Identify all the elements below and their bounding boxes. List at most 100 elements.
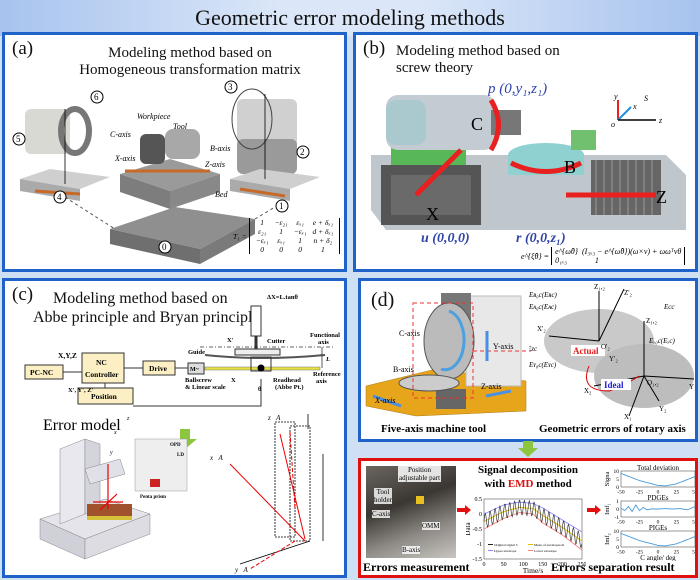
- error-ey0c: Eʏ₀c(Eʏc): [529, 361, 557, 369]
- point-r-label: r (0,0,z₁): [516, 231, 566, 246]
- error-model-title: Error model: [43, 417, 121, 434]
- x-tick-label: 25: [674, 550, 680, 556]
- y-axis-label: Signa: [604, 471, 611, 486]
- y-axis-label: Imf₁: [604, 503, 611, 515]
- svg-text:1: 1: [279, 201, 284, 211]
- position-label: Position: [91, 392, 118, 401]
- panel-a-title-line2: Homogeneous transformation matrix: [79, 62, 301, 78]
- frame-o2-prime: O'₂: [601, 343, 610, 351]
- frame-x1: X₁: [624, 413, 632, 421]
- frame-o12: O₁,₂: [647, 379, 659, 387]
- panel-c-label: (c): [12, 284, 34, 305]
- emd-title: Signal decomposition with EMD method: [473, 463, 583, 491]
- svg-text:4: 4: [57, 192, 62, 202]
- matrix-cell: n + δ₂: [313, 236, 333, 245]
- legend-entry: Mean of envelopes m: [534, 543, 565, 547]
- photo-label-position-2: adjustable part: [399, 474, 441, 482]
- x-tick-label: 50: [692, 490, 698, 496]
- functional-axis-label-1: Functional: [310, 332, 340, 339]
- panel-b-title-line2: screw theory: [396, 60, 474, 76]
- rotary-axis-errors: Actual Ideal Eʙ₀c(Eʙc) Eᴀ₀c(Eᴀc) Ecc Eₓ₀…: [529, 283, 697, 421]
- panel-a-illustration: 6 5 4 3 2 1 0 Workpiece Tool C-axis X-ax…: [12, 80, 320, 264]
- frame-y2: Y₂: [659, 405, 667, 413]
- label-workpiece: Workpiece: [137, 112, 171, 121]
- y-tick-label: -1: [477, 542, 482, 548]
- controller-label: Controller: [85, 370, 119, 379]
- measurement-photo: Position adjustable part Tool holder C-a…: [366, 466, 456, 558]
- measurement-caption: Errors measurement: [363, 560, 470, 574]
- x-axis-label: Time/s: [523, 566, 544, 575]
- arrow-to-results: [587, 505, 601, 515]
- matrix-cell: −εₓ₁: [255, 236, 269, 245]
- x-tick-label: 0: [483, 562, 486, 568]
- frame-y: y: [613, 95, 618, 101]
- x-tick-label: -50: [617, 490, 625, 496]
- panel-e: Position adjustable part Tool holder C-a…: [358, 458, 698, 578]
- label-tool: Tool: [173, 122, 188, 131]
- emd-title-with: with: [484, 478, 508, 490]
- x-tick-label: 50: [692, 550, 698, 556]
- abbe-block-diagram: PC-NC NC Controller Drive Position M~ X,…: [24, 294, 341, 407]
- y-tick-label: 10: [614, 529, 620, 535]
- equation-lhs: e^{ξ̂θ} =: [521, 251, 550, 261]
- panel-b-title: Modeling method based on screw theory: [396, 43, 560, 77]
- axis-xa: x⃗A: [209, 454, 224, 462]
- ld-label: LD: [177, 453, 184, 458]
- error-ezc: Ezc: [529, 345, 538, 353]
- x-tick-label: -25: [636, 550, 644, 556]
- base-bed-block: [110, 207, 255, 249]
- c-rotation-arrow: [488, 98, 501, 152]
- frame-z12-top: Z₁,₂: [594, 283, 605, 291]
- label-b-axis: B-axis: [210, 144, 230, 153]
- figure-title: Geometric error modeling methods: [195, 5, 505, 30]
- x-tick-label: -50: [617, 550, 625, 556]
- interferometer-inset: [134, 438, 188, 492]
- series-line-pdges: [620, 504, 695, 513]
- x-label: X: [231, 377, 236, 384]
- error-ecc: Ecc: [663, 303, 675, 311]
- panel-b-title-line1: Modeling method based on: [396, 43, 560, 59]
- machine-y-axis-label: Y-axis: [493, 342, 513, 351]
- module-1: [230, 169, 320, 189]
- photo-label-holder: holder: [374, 496, 392, 504]
- svg-text:6: 6: [94, 92, 99, 102]
- x-tick-label: 50: [692, 520, 698, 526]
- penta-prism-label: Penta prism: [140, 495, 167, 500]
- y-axis-label: Data: [466, 522, 472, 536]
- emd-title-method: method: [533, 478, 572, 490]
- x-tick-label: 150: [538, 562, 547, 568]
- l-label: L: [325, 356, 330, 363]
- photo-label-tool-holder: Tool holder: [374, 488, 392, 504]
- error-eb0c: Eʙ₀c(Eʙc): [529, 291, 558, 299]
- frame-o: o: [611, 120, 615, 129]
- legend-entry: Original signal 5: [494, 543, 518, 547]
- equation-r2c1: 0₁ₓ₃: [555, 256, 567, 265]
- motor-label: M~: [190, 367, 200, 373]
- frame-z12: Z₁,₂: [646, 317, 657, 325]
- series-line-lower-envelope: [483, 512, 583, 551]
- error-ex0c: Eₓ₀c(Eₓc): [648, 337, 676, 345]
- matrix-cell: ε₂₁: [258, 227, 267, 236]
- y-tick-label: 10: [614, 469, 620, 475]
- nc-label: NC: [96, 358, 107, 367]
- cutter-holder: [250, 305, 262, 337]
- delta-x-formula: ΔX=L.tanθ: [267, 294, 298, 301]
- theta-label: θ: [258, 386, 262, 393]
- frame-x2: X₂: [584, 387, 592, 395]
- green-down-arrow-d: [518, 441, 538, 457]
- machine-x-axis-label: X-axis: [374, 396, 395, 405]
- panel-d-label: (d): [371, 289, 395, 311]
- frame-y1: Y₁: [689, 383, 697, 391]
- matrix-cell: −ε₂₁: [274, 218, 288, 227]
- b-rotation-arrow: [509, 160, 583, 174]
- b-axis-disc: [398, 374, 460, 392]
- equation-r1c1: e^{ω̂θ}: [555, 247, 578, 256]
- result-caption: Errors separation result: [551, 560, 675, 574]
- tool-spindle: [165, 129, 200, 159]
- machine-caption: Five-axis machine tool: [381, 423, 487, 435]
- matrix-cell: 1: [298, 236, 302, 245]
- readhead-label-2: (Abbe Pt.): [275, 384, 304, 391]
- y-tick-label: 5: [616, 537, 619, 543]
